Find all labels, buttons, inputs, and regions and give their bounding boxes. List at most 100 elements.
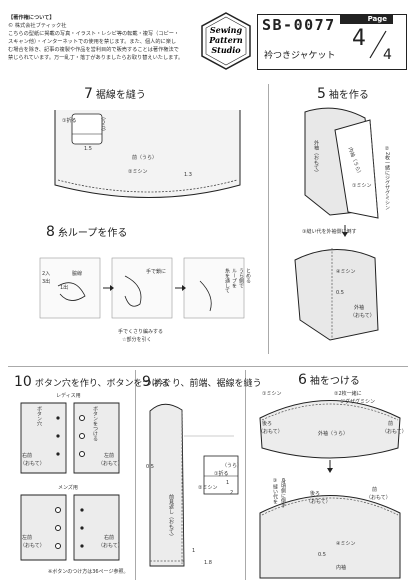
s5-outer2b-label: （おもて） — [350, 313, 375, 319]
s9-fold-label: ①折る — [214, 471, 229, 477]
s7-machine-label: ②ミシン — [128, 169, 148, 175]
s10-hole-label: ボタン穴 — [36, 406, 42, 426]
section8-diagram — [39, 257, 245, 319]
s6-front2-label: 前 — [372, 487, 378, 493]
header-box — [257, 14, 407, 70]
s10-right-label: 右前 — [22, 453, 33, 459]
pattern-title: 衿つきジャケット — [264, 51, 336, 61]
s5-machine2-label: ④ミシン — [336, 269, 356, 275]
s7-ura-label: （うら） — [100, 114, 106, 134]
s6-inner-label: 内袖 — [336, 565, 347, 571]
s5-outer2-label: 外袖 — [354, 305, 365, 311]
section6-diagram — [259, 400, 401, 579]
s8-label-h: うら側で — [238, 268, 244, 288]
s6-machine-label: ④ミシン — [336, 541, 356, 547]
s10-left-mens: 左前 — [22, 535, 33, 541]
s6-outer-label: 外袖（うら） — [318, 431, 349, 437]
s7-fold-label: ①折る — [62, 118, 77, 124]
divider — [268, 84, 269, 354]
s6-m2b-label: ジグザグミシン — [340, 399, 376, 405]
copyright-heading: 【著作権について】 — [8, 15, 55, 21]
s8-label-b: 3出 — [42, 279, 51, 285]
page-slash — [369, 30, 387, 59]
s9-front-body-label: 前見返し（おもて） — [168, 494, 174, 539]
section7-diagram — [54, 110, 241, 198]
s10-note: ※ボタンのつけ方は36ページ参照。 — [48, 569, 129, 575]
s9-one-label: 1 — [226, 480, 230, 486]
copyright-line: 禁じられています。万一乱丁・落丁がありましたらお取り替えいたします。 — [8, 55, 184, 61]
sewing-pattern-studio-logo: Sewing Pattern Studio — [200, 12, 252, 70]
copyright-line: む場合を除き、記事の複製や作品を営利目的で販売することは著作権法で — [8, 47, 179, 53]
s6-front-label: 前 — [388, 421, 394, 427]
s9-two-label: 2 — [230, 490, 234, 496]
section8-number: 8 — [46, 224, 55, 240]
s6-back2-label: 後ろ — [310, 491, 321, 497]
s8-label-j: 手でくさり編みする — [118, 329, 164, 335]
s9-meas2: 1 — [192, 548, 196, 554]
s6-m1-label: ①ミシン — [262, 391, 282, 397]
s6-meas: 0.5 — [318, 552, 326, 558]
s5-machine-label: ①ミシン — [352, 183, 372, 189]
s7-meas2: 1.3 — [184, 172, 192, 178]
section5-number: 5 — [317, 86, 326, 102]
s7-front-label: 前（うら） — [132, 155, 158, 161]
logo-line3: Studio — [211, 45, 241, 55]
s6-back-label: 後ろ — [262, 421, 273, 427]
s8-label-i: とめる — [245, 268, 251, 283]
s10-omote-mens: （おもて） — [98, 543, 123, 549]
s10-omote-label: （おもて） — [98, 461, 123, 467]
s10-omote-mens: （おもて） — [20, 543, 45, 549]
s8-label-d: 脇線 — [72, 271, 83, 277]
page-number: 4 — [352, 26, 366, 51]
s8-label-k: ☆部分を引く — [122, 337, 152, 343]
s8-label-f: 糸を通して — [224, 268, 230, 293]
s5-seam-label: ③縫い代を外袖側に倒す — [302, 229, 357, 235]
s5-meas: 0.5 — [336, 290, 344, 296]
s6-seam-label: ③縫い代を — [272, 478, 278, 504]
section10-number: 10 — [14, 374, 32, 390]
s7-meas1: 1.5 — [84, 146, 92, 152]
divider — [135, 370, 136, 580]
s9-machine-label: ②ミシン — [198, 485, 218, 491]
copyright-line: スキャン他）・インターネットでの使用を禁じます。また、個人的に楽し — [8, 39, 177, 45]
s8-label-e: 手で鎖に — [146, 269, 167, 275]
s5-zigzag-label: ②2枚一緒にジグザグミシン — [384, 146, 390, 211]
section9-diagram — [149, 403, 239, 567]
section7-number: 7 — [84, 86, 93, 102]
s9-meas1: 0.5 — [146, 464, 154, 470]
s8-label-c: 1出 — [60, 285, 69, 291]
pattern-code: SB-0077 — [262, 16, 336, 34]
copyright-line: こちらの型紙に掲載の写真・イラスト・レシピ等の転載・複写（コピー・ — [8, 31, 180, 37]
s9-ura-label: （うら） — [222, 463, 243, 469]
copyright-block: 【著作権について】 © 株式会社ブティック社 こちらの型紙に掲載の写真・イラスト… — [8, 14, 196, 62]
copyright-owner: © 株式会社ブティック社 — [8, 23, 67, 29]
s10-mens-diagram — [20, 494, 120, 561]
s10-omote-label: （おもて） — [20, 461, 45, 467]
s6-omote-label3: （おもて） — [306, 499, 331, 505]
section5-diagram — [294, 107, 379, 341]
logo-line1: Sewing — [210, 25, 243, 35]
divider — [245, 370, 246, 580]
logo-line2: Pattern — [208, 35, 243, 45]
s10-ladies-label: レディス用 — [56, 393, 81, 399]
s6-omote-label: （おもて） — [258, 429, 283, 435]
section6-number: 6 — [298, 372, 307, 388]
s6-omote-label4: （おもて） — [366, 495, 391, 501]
divider — [8, 366, 408, 367]
s10-ladies-diagram — [20, 402, 120, 474]
s8-label-a: 2入 — [42, 271, 51, 277]
s8-label-g: ループを — [231, 268, 237, 288]
page-total: 4 — [383, 47, 392, 63]
s10-left-label: 左前 — [104, 453, 115, 459]
s9-meas3: 1.8 — [204, 560, 212, 566]
s10-right-mens: 右前 — [104, 535, 115, 541]
s6-seam2-label: 身頃側に倒す — [280, 478, 286, 508]
page-label: Page — [340, 14, 393, 24]
s5-outer-label: 外袖（おもて） — [313, 140, 319, 175]
